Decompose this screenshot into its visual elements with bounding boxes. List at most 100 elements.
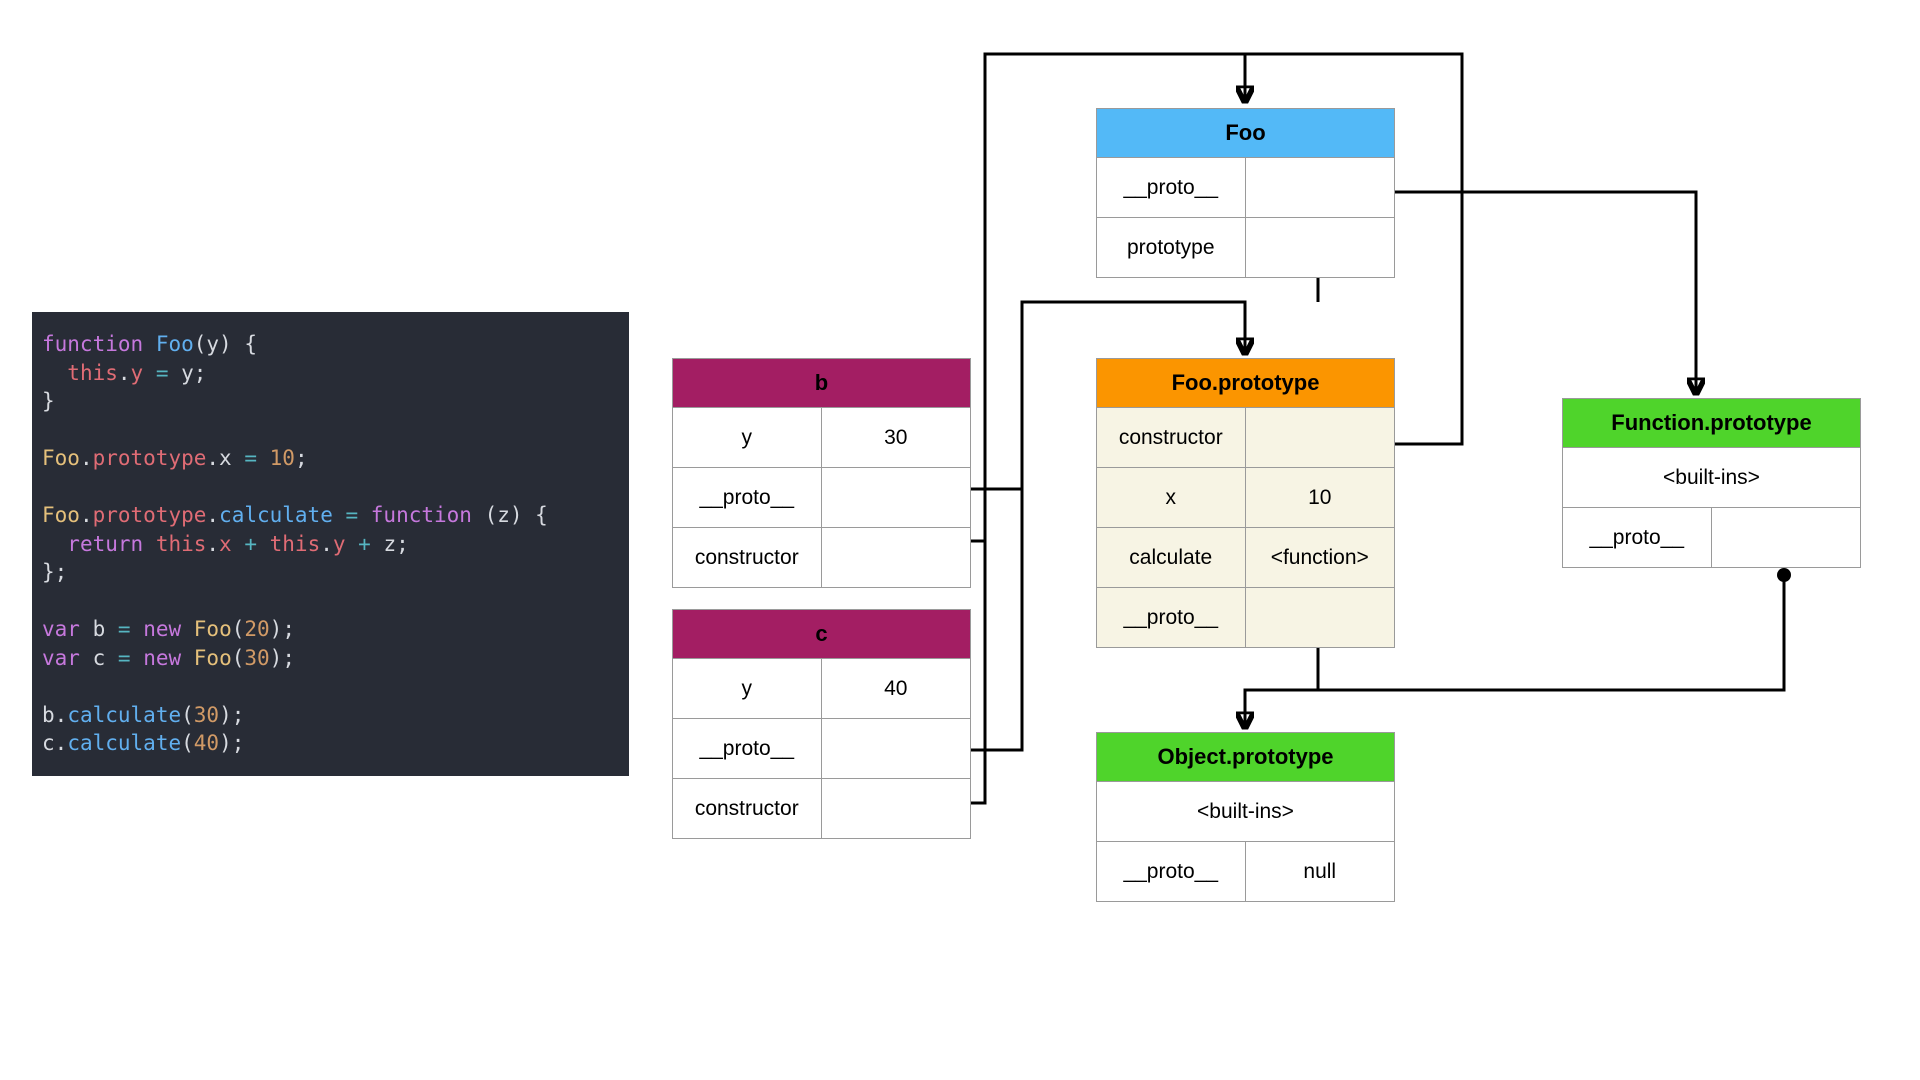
property-value — [1245, 588, 1394, 647]
code-token: y — [130, 360, 144, 385]
property-value — [822, 779, 971, 838]
property-value — [822, 528, 971, 587]
code-line: Foo.prototype.x = 10; — [42, 444, 629, 473]
code-token: ; — [294, 446, 308, 470]
code-line: function Foo(y) { — [42, 330, 629, 359]
object-table-foo: Foo __proto__ prototype — [1096, 108, 1395, 278]
code-token: } — [42, 389, 55, 413]
code-token: y; — [181, 360, 207, 385]
property-key: constructor — [673, 528, 822, 587]
code-line: b.calculate(30); — [42, 701, 629, 730]
code-token: = — [117, 617, 131, 641]
property-key: __proto__ — [1097, 588, 1246, 647]
code-token: 30 — [193, 702, 220, 727]
code-token: ); — [269, 617, 295, 641]
property-value: 10 — [1245, 468, 1394, 527]
code-token: var — [42, 617, 80, 641]
code-line — [42, 587, 629, 616]
table-row: __proto__ — [1563, 507, 1860, 567]
table-row: y 30 — [673, 407, 970, 467]
property-key: calculate — [1097, 528, 1246, 587]
code-line: this.y = y; — [42, 359, 629, 388]
code-line: Foo.prototype.calculate = function (z) { — [42, 501, 629, 530]
code-token — [143, 532, 156, 556]
property-key: x — [1097, 468, 1246, 527]
code-token: calculate — [67, 731, 182, 755]
code-token: calculate — [219, 503, 333, 527]
code-token: 20 — [244, 617, 270, 641]
table-header-foo-prototype: Foo.prototype — [1097, 359, 1394, 407]
table-row: <built-ins> — [1097, 781, 1394, 841]
code-token: + — [231, 531, 270, 556]
code-token: . — [54, 702, 68, 727]
code-token: this — [67, 360, 118, 385]
code-line: var b = new Foo(20); — [42, 615, 629, 644]
table-row: prototype — [1097, 217, 1394, 277]
code-token: new — [143, 645, 182, 670]
code-token: return — [67, 531, 144, 556]
builtins-label: <built-ins> — [1663, 465, 1760, 489]
code-token: = — [332, 503, 371, 527]
table-header-c: c — [673, 610, 970, 658]
code-line — [42, 416, 629, 445]
code-token: ( — [181, 702, 194, 727]
code-token — [42, 532, 67, 556]
object-table-foo-prototype: Foo.prototype constructor x 10 calculate… — [1096, 358, 1395, 648]
code-token: prototype — [92, 503, 207, 527]
table-row: constructor — [673, 527, 970, 587]
code-token — [143, 332, 156, 356]
code-token — [131, 617, 144, 641]
code-line — [42, 672, 629, 701]
code-line: c.calculate(40); — [42, 729, 629, 758]
code-token: . — [206, 446, 220, 470]
table-row: constructor — [1097, 407, 1394, 467]
object-table-b: b y 30 __proto__ constructor — [672, 358, 971, 588]
table-header-object-prototype: Object.prototype — [1097, 733, 1394, 781]
code-token: }; — [42, 560, 68, 584]
code-snippet: function Foo(y) { this.y = y;} Foo.proto… — [32, 312, 629, 776]
code-token: 30 — [244, 645, 270, 670]
code-token: ( — [181, 731, 194, 755]
property-value — [822, 468, 971, 527]
code-token: . — [117, 360, 131, 385]
code-token: this — [269, 531, 321, 556]
code-token: + — [345, 531, 384, 556]
property-value — [1246, 158, 1395, 217]
code-token: ); — [219, 731, 245, 755]
code-token: ( — [231, 617, 245, 641]
code-token: . — [320, 531, 333, 556]
code-line — [42, 473, 629, 502]
code-token: . — [206, 503, 220, 527]
code-token: c — [79, 645, 118, 670]
code-token: = — [231, 446, 270, 470]
property-key: y — [673, 659, 822, 718]
property-key: __proto__ — [1097, 842, 1246, 901]
table-row: constructor — [673, 778, 970, 838]
code-token: 10 — [269, 446, 295, 470]
code-token: x — [219, 531, 232, 556]
table-row: x 10 — [1097, 467, 1394, 527]
code-token: this — [155, 531, 207, 556]
code-token: Foo — [155, 332, 194, 356]
code-token: ( — [231, 645, 245, 670]
table-row: __proto__ — [673, 467, 970, 527]
code-token: b — [79, 617, 118, 641]
table-row: __proto__ — [673, 718, 970, 778]
object-table-object-prototype: Object.prototype <built-ins> __proto__ n… — [1096, 732, 1395, 902]
property-key: __proto__ — [673, 719, 822, 778]
property-value — [1246, 218, 1395, 277]
table-row: calculate <function> — [1097, 527, 1394, 587]
builtins-label: <built-ins> — [1197, 799, 1294, 823]
code-token: . — [79, 503, 93, 527]
table-row: <built-ins> — [1563, 447, 1860, 507]
code-line: var c = new Foo(30); — [42, 644, 629, 673]
table-header-foo: Foo — [1097, 109, 1394, 157]
code-token: new — [143, 617, 182, 641]
property-value: null — [1303, 859, 1337, 883]
code-line: }; — [42, 558, 629, 587]
property-key: __proto__ — [1563, 508, 1712, 567]
code-line: } — [42, 387, 629, 416]
code-token: . — [79, 446, 93, 470]
property-value: 30 — [884, 425, 908, 449]
